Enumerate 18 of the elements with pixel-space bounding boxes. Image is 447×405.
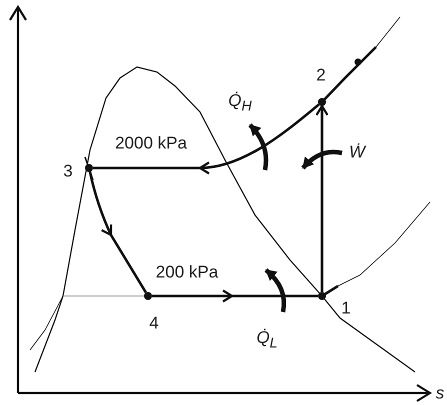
- pressure-label: 2000 kPa: [115, 134, 187, 152]
- state-point: [144, 292, 152, 300]
- process-arrow: [88, 172, 148, 294]
- work-input-label: Ẇ: [348, 144, 366, 160]
- process-arrow: [315, 104, 329, 292]
- state-number: 3: [63, 162, 73, 180]
- heat-rejection-label: Q̇$_{H}$: [228, 92, 252, 114]
- state-point: [318, 292, 326, 300]
- state-point: [318, 98, 326, 106]
- heat-addition-label: Q̇$_{L}$: [256, 329, 278, 351]
- state-number: 1: [341, 300, 351, 316]
- pressure-label: 200 kPa: [156, 264, 218, 280]
- state-point: [85, 164, 93, 172]
- state-number: 4: [149, 314, 159, 332]
- process-arrow: [93, 104, 320, 175]
- axis-label: s: [436, 384, 444, 402]
- process-arrow: [152, 289, 318, 303]
- state-number: 2: [316, 66, 326, 84]
